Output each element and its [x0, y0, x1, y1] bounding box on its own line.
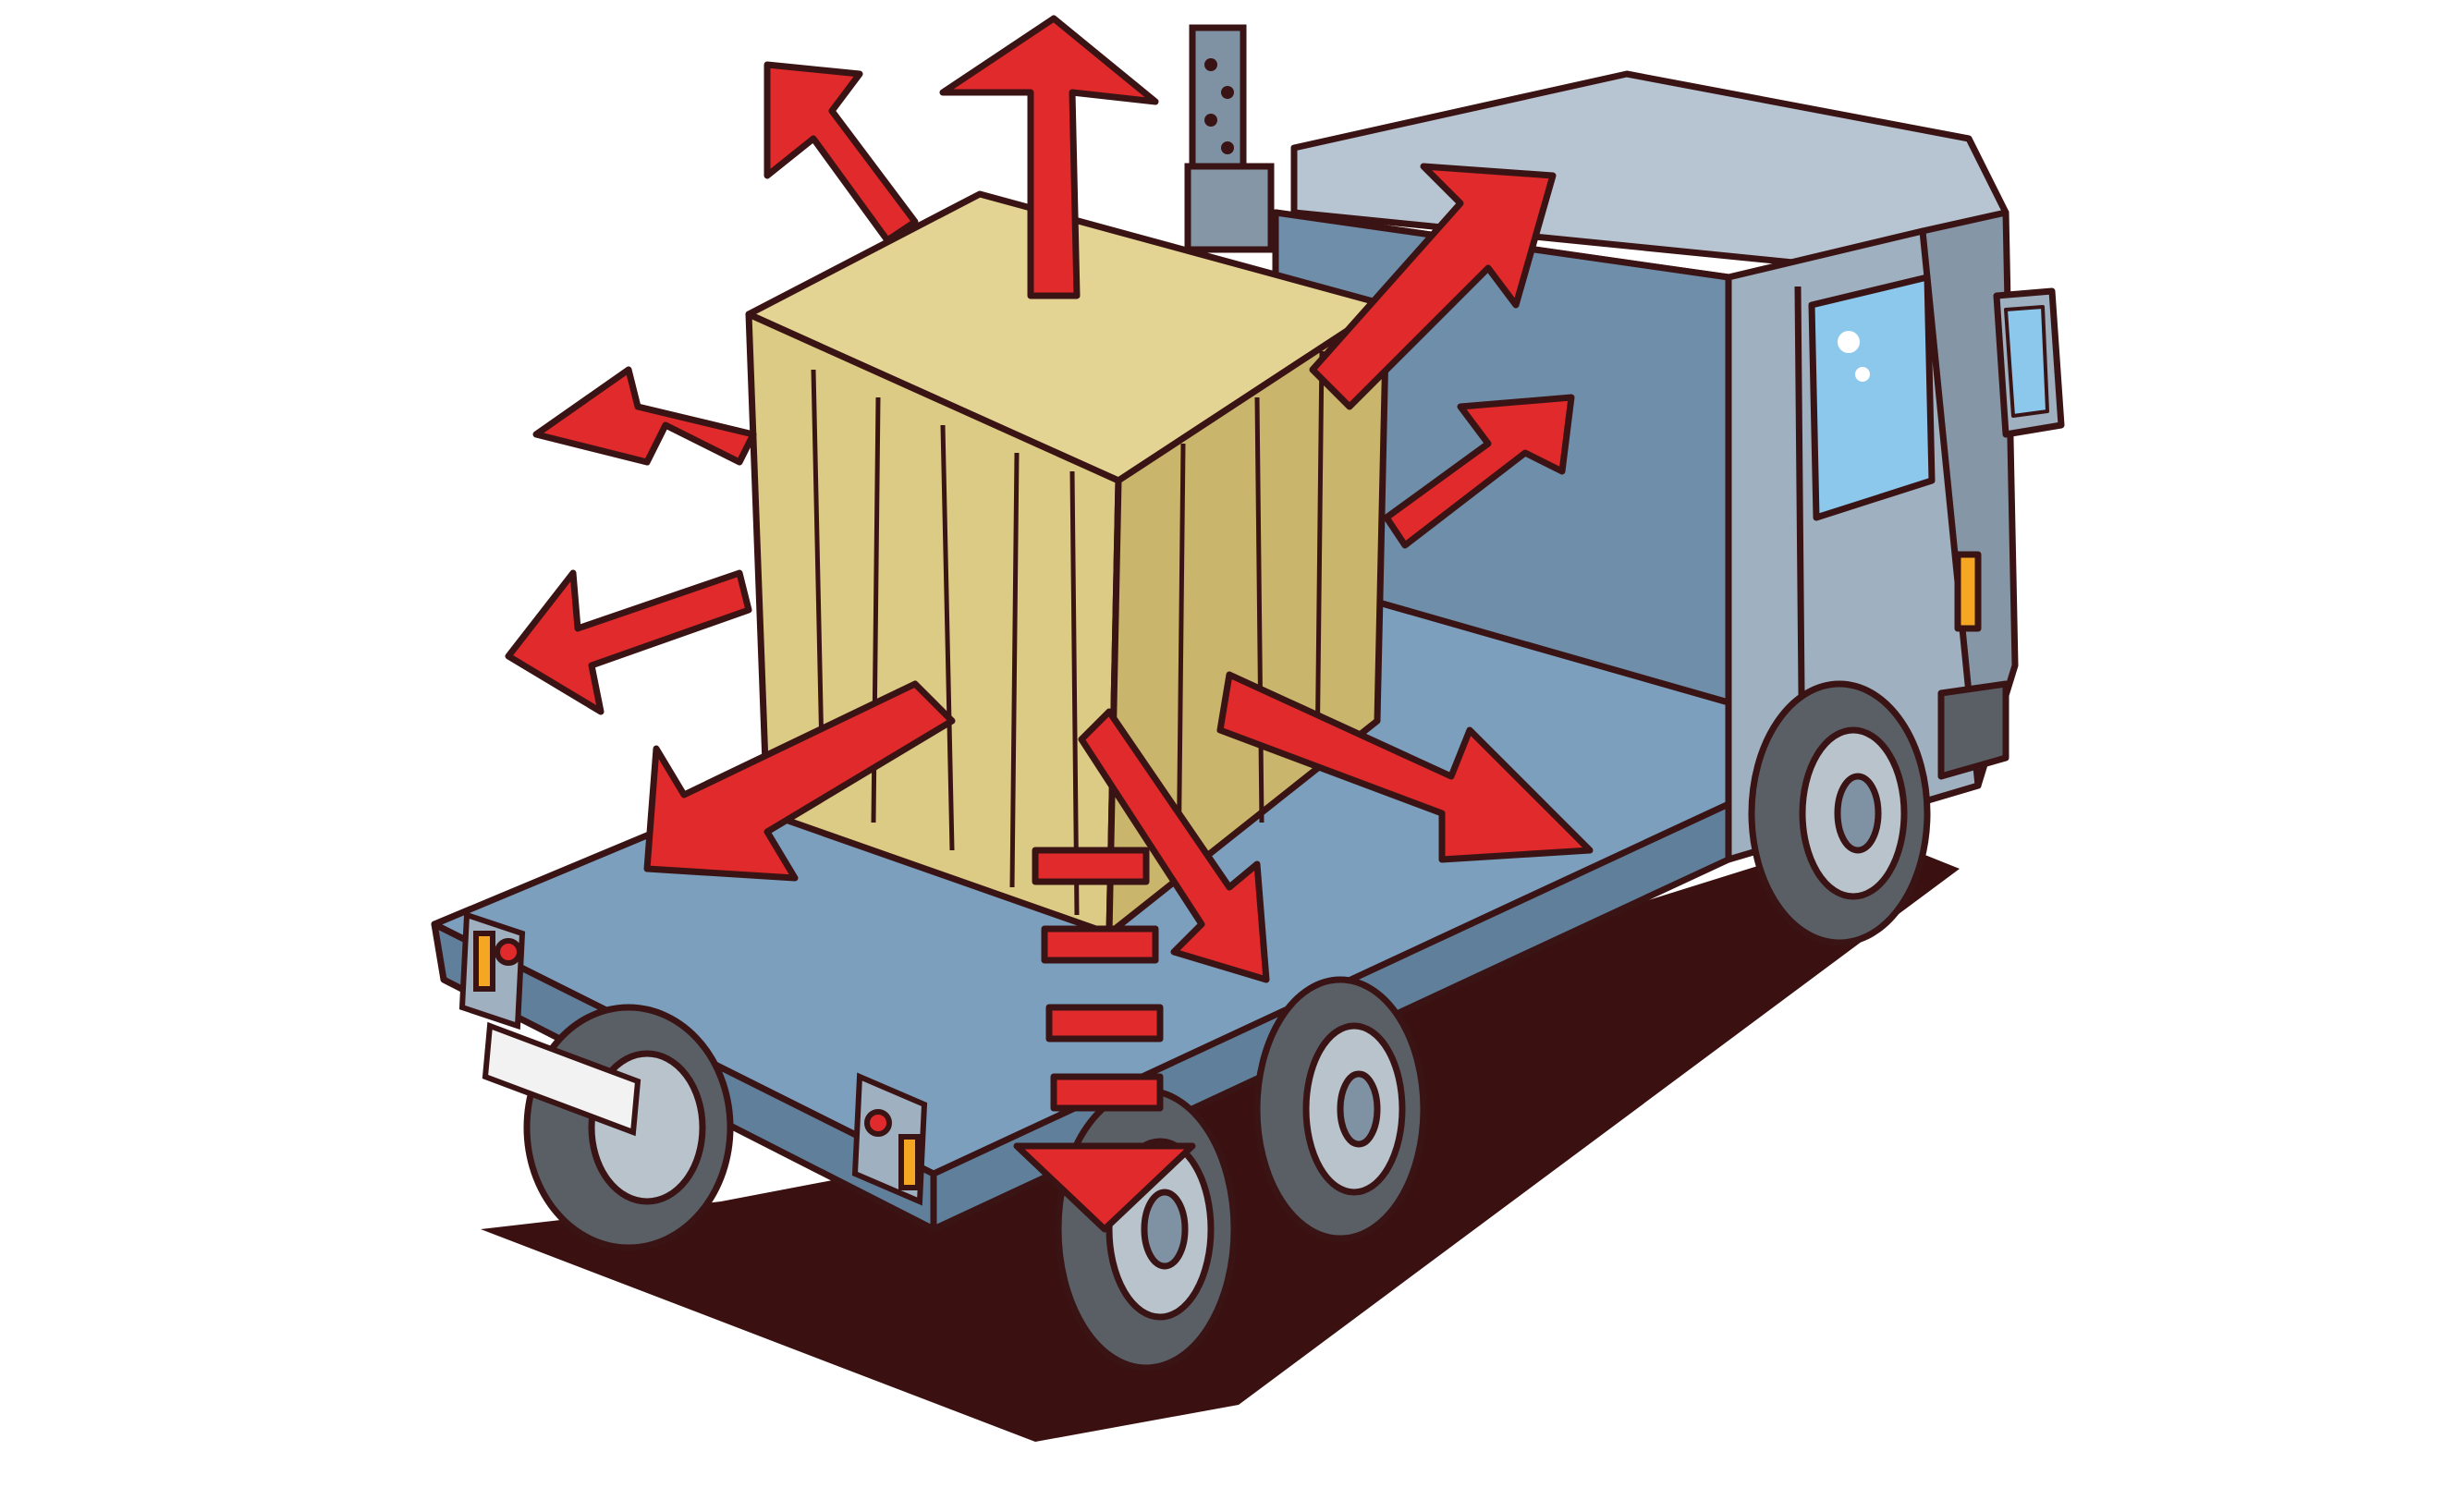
- arrow-right: [1383, 394, 1575, 549]
- exhaust-stack-icon: [1184, 24, 1275, 253]
- arrow-dash-head: [1013, 1142, 1196, 1233]
- arrow-up-right: [1309, 163, 1557, 410]
- arrow-dash-2: [1041, 925, 1159, 964]
- arrow-dash-3: [1045, 1004, 1164, 1043]
- arrow-down-center: [1078, 708, 1270, 983]
- arrow-up-left: [763, 61, 919, 244]
- front-wheel: [1748, 680, 1931, 946]
- reflector-icon: [458, 910, 928, 1206]
- ground-shadow: [481, 832, 1960, 1442]
- force-arrows: [505, 15, 1594, 1233]
- arrow-down-left: [643, 680, 956, 882]
- arrow-up: [939, 15, 1159, 299]
- arrow-left-upper: [532, 366, 757, 466]
- license-plate-icon: [482, 1021, 641, 1137]
- arrow-down-right: [1216, 671, 1594, 863]
- arrow-dash-4: [1050, 1073, 1164, 1112]
- cab-marker-light: [1954, 551, 1982, 632]
- arrow-left-lower: [505, 569, 752, 715]
- cab-window: [1808, 274, 1936, 521]
- arrow-dash-1: [1032, 847, 1150, 885]
